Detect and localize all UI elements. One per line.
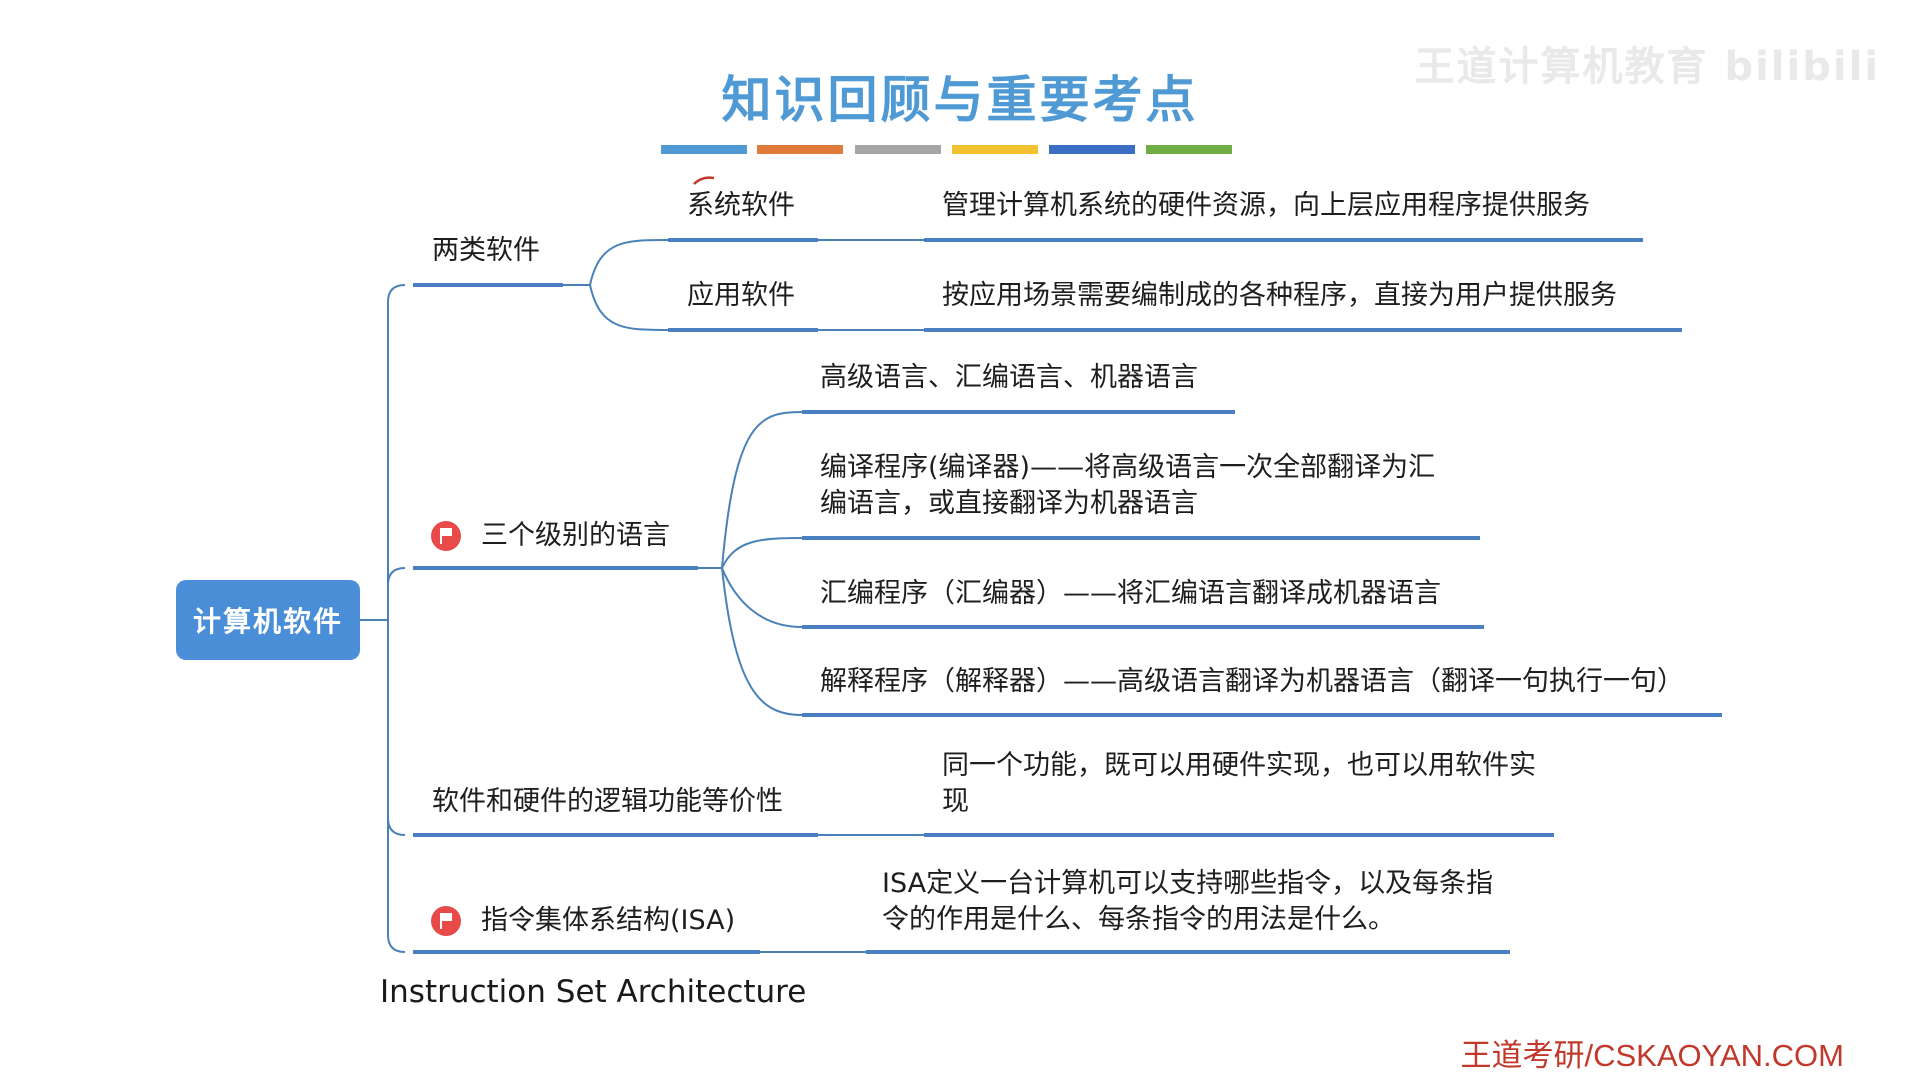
desc-hw-sw-equivalence: 同一个功能，既可以用硬件实现，也可以用软件实现 [942, 750, 1536, 817]
brand-footer: 王道考研/CSKAOYAN.COM [1460, 1038, 1844, 1073]
color-bar-5 [1049, 145, 1135, 154]
flag-icon [431, 521, 461, 551]
flag-icon [431, 906, 461, 936]
branch-isa: 指令集体系结构(ISA) [481, 905, 736, 936]
color-bar-2 [757, 145, 843, 154]
desc-system-software: 管理计算机系统的硬件资源，向上层应用程序提供服务 [942, 190, 1590, 221]
watermark: 王道计算机教育 bilibili [1414, 44, 1880, 90]
node-application-software: 应用软件 [687, 280, 795, 311]
node-compiler: 编译程序(编译器)——将高级语言一次全部翻译为汇编语言，或直接翻译为机器语言 [820, 452, 1436, 519]
node-assembler: 汇编程序（汇编器）——将汇编语言翻译成机器语言 [820, 578, 1441, 609]
desc-application-software: 按应用场景需要编制成的各种程序，直接为用户提供服务 [942, 280, 1617, 311]
slide-title: 知识回顾与重要考点 [721, 70, 1199, 129]
isa-caption: Instruction Set Architecture [380, 974, 807, 1010]
node-system-software: 系统软件 [687, 190, 795, 221]
root-node: 计算机软件 [176, 580, 360, 660]
branch-hw-sw-equivalence: 软件和硬件的逻辑功能等价性 [432, 786, 783, 817]
color-bar-3 [855, 145, 941, 154]
branch-two-kinds-of-software: 两类软件 [432, 235, 540, 266]
color-bar-4 [952, 145, 1038, 154]
desc-isa: ISA定义一台计算机可以支持哪些指令，以及每条指令的作用是什么、每条指令的用法是… [882, 868, 1494, 935]
branch-three-levels-of-language: 三个级别的语言 [481, 520, 670, 551]
node-language-levels: 高级语言、汇编语言、机器语言 [820, 362, 1198, 393]
node-interpreter: 解释程序（解释器）——高级语言翻译为机器语言（翻译一句执行一句） [820, 666, 1684, 697]
color-bar-1 [661, 145, 747, 154]
color-bar-6 [1146, 145, 1232, 154]
